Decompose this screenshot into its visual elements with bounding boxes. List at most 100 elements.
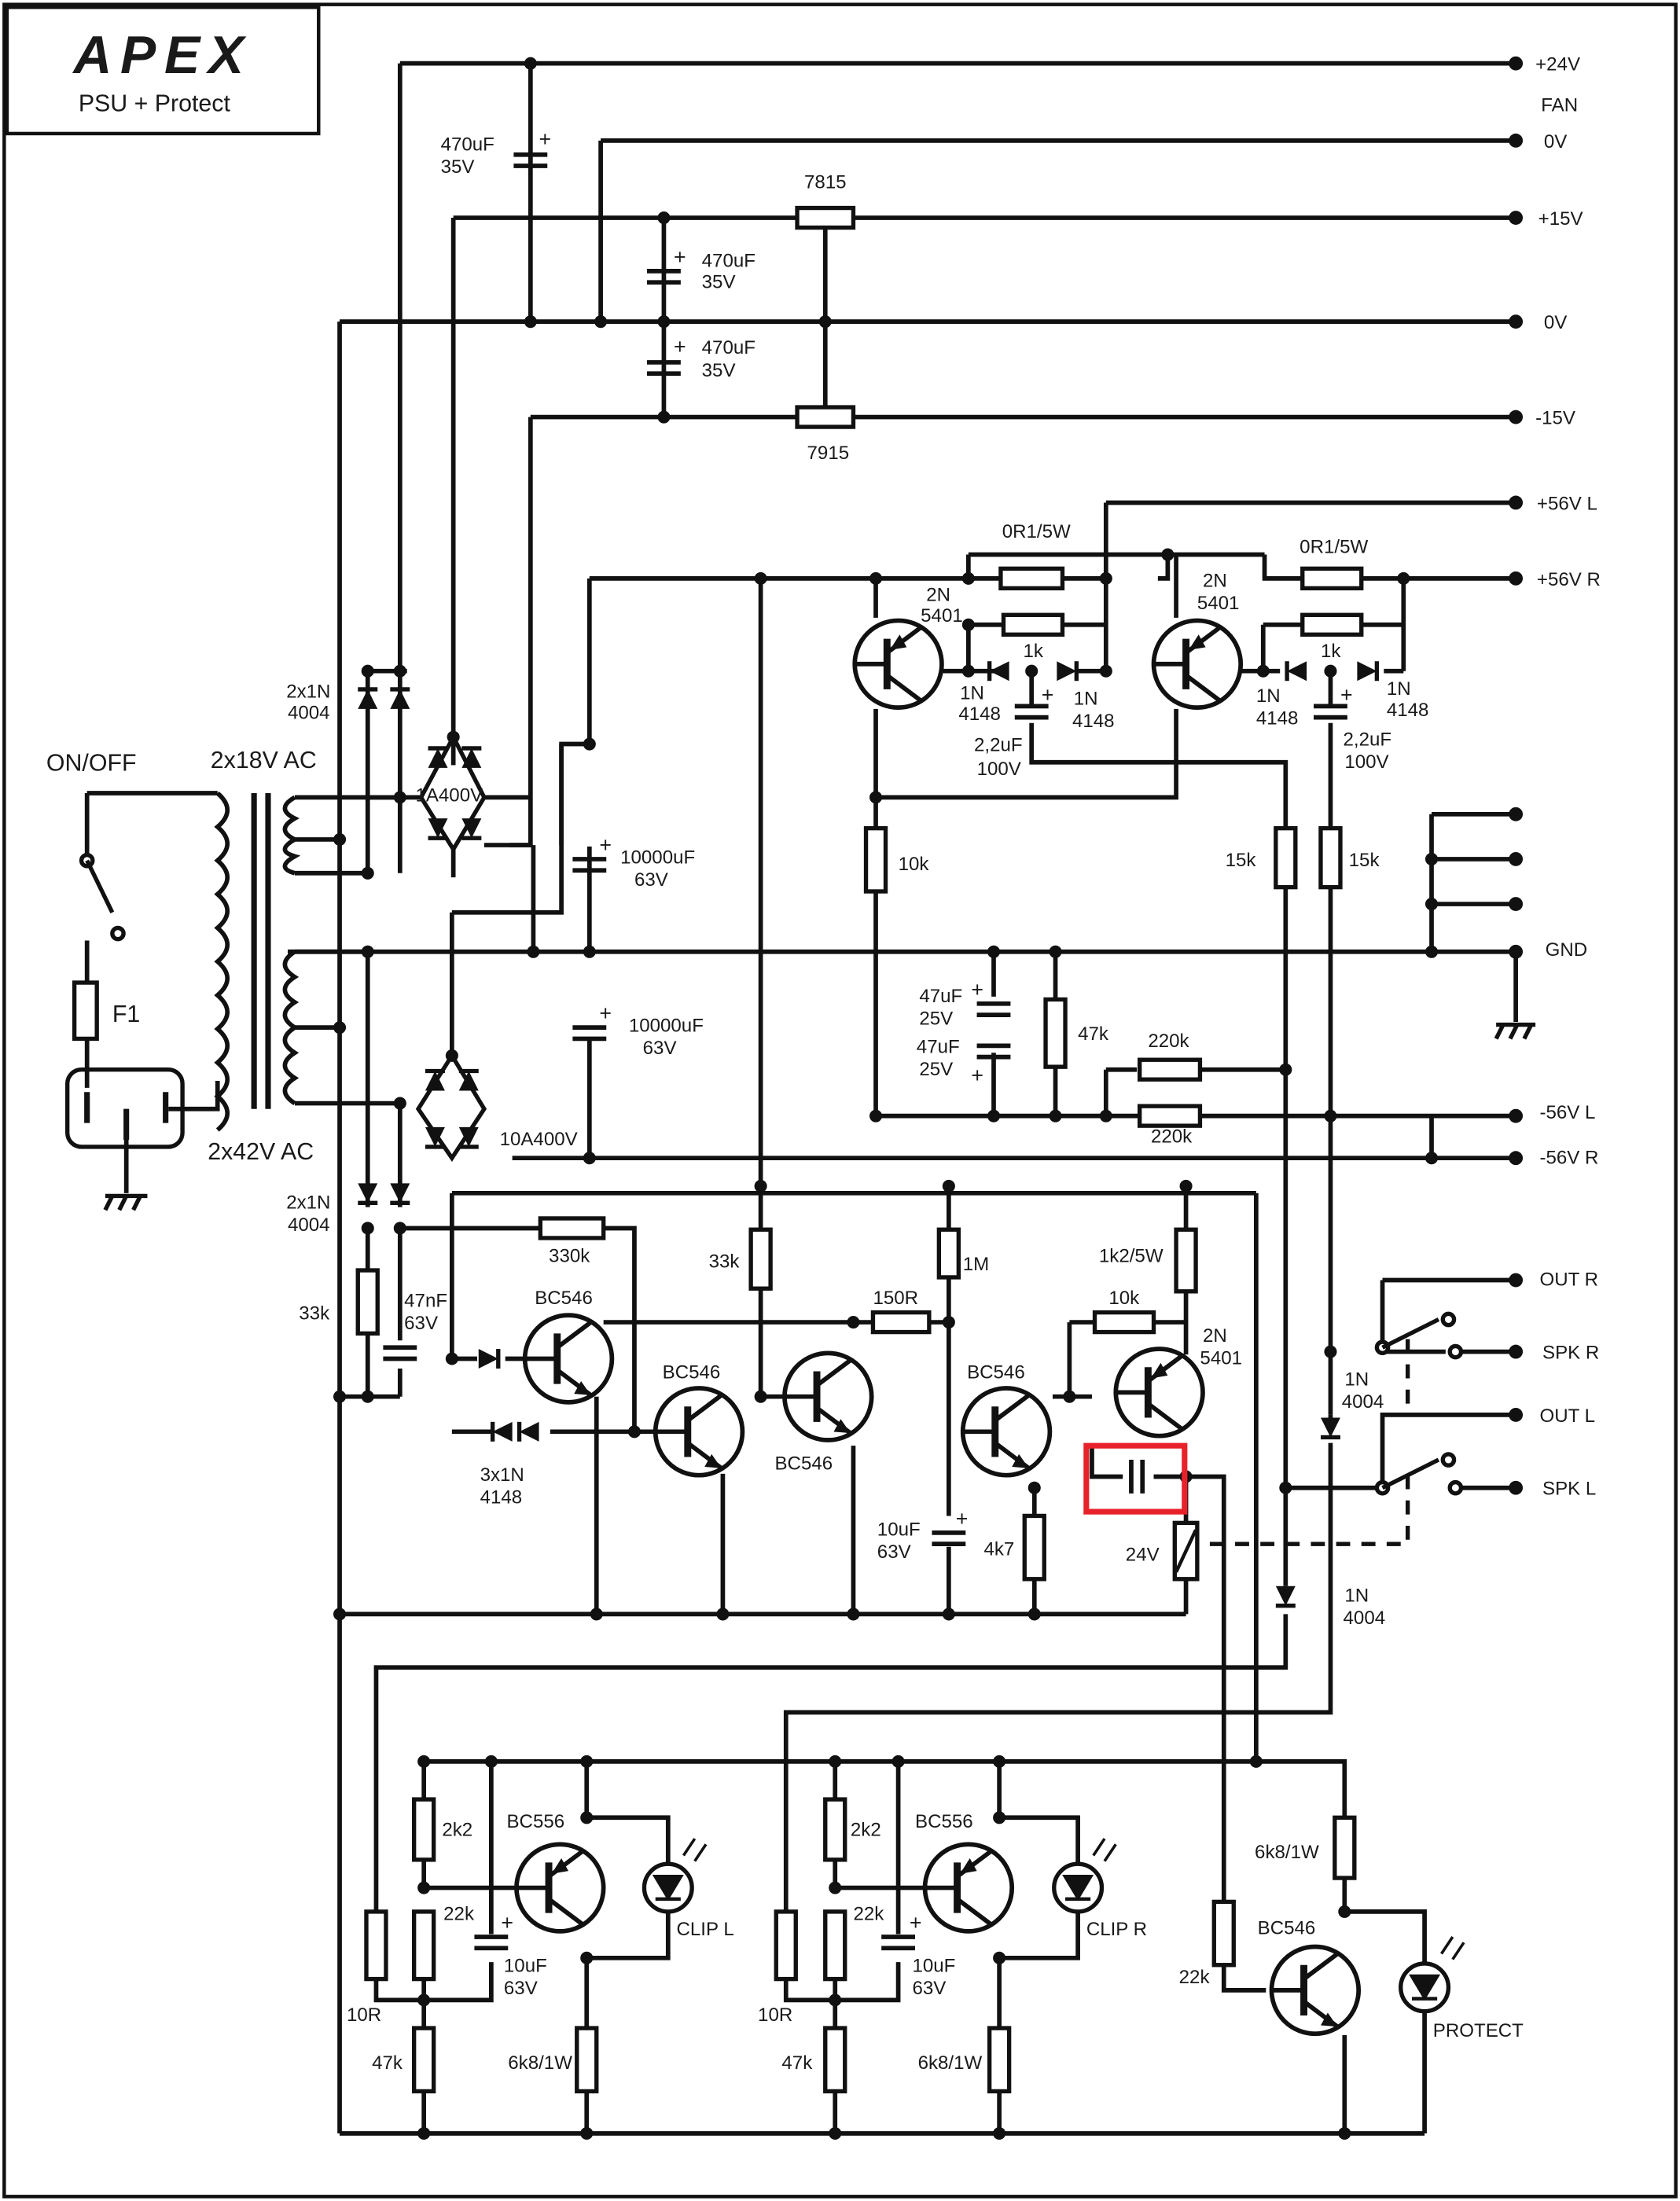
capacitors [383,152,1347,1951]
label-2u2-r-1: 2,2uF [1344,729,1392,750]
label-relay-24v: 24V [1126,1545,1160,1566]
label-2x1n4004-top-1: 2x1N [286,682,330,703]
cap-10u-l [474,1935,509,1951]
label-2n5401-c-2: 5401 [1200,1348,1242,1369]
terminal-gnd-2[interactable] [1509,852,1524,866]
terminal-56v-l[interactable] [1509,495,1524,510]
diode-1n4004-a [1320,1417,1340,1440]
label-2x1n4004-top-2: 4004 [288,702,330,723]
resistor-1k2 [1174,1227,1198,1294]
resistor-150r [870,1310,932,1335]
svg-text:+: + [971,1064,983,1087]
cap-hl [1129,1460,1145,1494]
terminal-spk-l[interactable] [1509,1480,1524,1495]
label-0r1-r: 0R1/5W [1300,537,1368,558]
resistor-33k-mid [748,1227,773,1291]
diode-lower-a [358,1183,378,1206]
relay-contacts[interactable] [1374,1311,1464,1496]
label-2n5401-r-1: 2N [1203,571,1227,592]
cap-470u-top [513,152,548,168]
label-6k8-l: 6k8/1W [508,2052,572,2074]
reg-7915 [795,405,856,429]
label-1k-r: 1k [1321,641,1341,662]
label-47u-b-1: 47uF [917,1036,960,1057]
terminal-neg56v-r[interactable] [1509,1151,1524,1166]
label-15v: +15V [1538,208,1583,230]
svg-text:+: + [674,335,686,358]
label-2x1n4004-bot-2: 4004 [288,1214,330,1236]
transistor-bc546-a [522,1313,615,1405]
diode-1n4148-r1 [1285,661,1307,682]
label-7815: 7815 [804,172,847,193]
resistor-4k7 [1022,1513,1046,1582]
label-1k2: 1k2/5W [1099,1245,1164,1266]
terminal-gnd-3[interactable] [1509,897,1524,911]
bridge-big-d4 [458,1126,479,1149]
resistor-15k-a [1274,825,1298,890]
terminal-15v[interactable] [1509,211,1524,225]
terminal-gnd[interactable] [1509,944,1524,959]
transistor-bc556-r [922,1842,1015,1934]
label-bc546-p: BC546 [1258,1917,1316,1938]
label-2x1n4004-bot-1: 2x1N [286,1192,330,1213]
label-10u-mid-1: 10uF [877,1519,921,1540]
label-2k2-l: 2k2 [442,1819,472,1840]
resistor-0r1-r [1300,566,1364,591]
terminal-24v[interactable] [1509,56,1524,71]
transistor-2n5401-l [852,618,944,710]
bridge-small [418,732,487,854]
label-clip-l: CLIP L [677,1919,734,1940]
label-10r-l: 10R [347,2004,381,2026]
transistor-2n5401-r [1151,618,1244,710]
label-330k: 330k [549,1245,590,1266]
label-10u-mid-2: 63V [877,1541,911,1563]
terminal-out-r[interactable] [1509,1273,1524,1288]
label-bc546-b: BC546 [663,1361,721,1383]
terminal-56v-r[interactable] [1509,571,1524,586]
svg-text:+: + [910,1911,922,1935]
fuse-f1 [72,980,99,1042]
label-33k-left: 33k [299,1303,330,1325]
label-220k-b: 220k [1151,1126,1193,1148]
label-1n4004-b-1: 1N [1344,1585,1369,1606]
transistor-bc556-l [514,1842,606,1934]
terminal-out-l[interactable] [1509,1407,1524,1422]
terminal-neg15v[interactable] [1509,410,1524,424]
resistor-10k-b [1092,1310,1156,1335]
label-bc546-c: BC546 [774,1453,833,1475]
diode-upper-b [390,687,410,709]
label-47u-a-1: 47uF [919,986,962,1007]
label-10u-l-1: 10uF [504,1956,547,1977]
led-protect-symbol [1399,1936,1465,2014]
label-33k-mid: 33k [709,1251,741,1272]
resistor-6k8-r [987,2026,1012,2094]
logo-box: APEX PSU + Protect [5,6,321,136]
terminal-gnd-1[interactable] [1509,807,1524,821]
label-1n4148-l1-1: 1N [960,682,984,704]
label-10000u-top-2: 63V [634,869,668,891]
mains-switch[interactable] [79,852,126,942]
label-0r1-l: 0R1/5W [1002,521,1071,542]
terminal-fan-0v[interactable] [1509,133,1524,148]
svg-text:+: + [1340,683,1353,707]
label-1n4148-l2-2: 4148 [1072,711,1115,732]
resistor-220k-b [1137,1104,1203,1128]
terminal-0v[interactable] [1509,314,1524,329]
cap-10000u-top [572,857,607,873]
svg-text:+: + [971,978,983,1001]
label-2n5401-l-1: 2N [926,584,950,605]
label-3x1n4148-2: 4148 [480,1486,523,1508]
label-4k7: 4k7 [983,1538,1014,1560]
label-47k-l: 47k [372,2052,403,2074]
label-2u2-l-1: 2,2uF [974,734,1023,755]
terminal-neg56v-l[interactable] [1509,1108,1524,1123]
label-1n4004-a-1: 1N [1344,1369,1369,1390]
label-6k8-p: 6k8/1W [1255,1842,1319,1863]
terminal-spk-r[interactable] [1509,1344,1524,1359]
diode-lower-b [390,1183,410,1206]
diode-3x-a [490,1421,513,1442]
label-47k-r: 47k [781,2052,813,2074]
label-1k-l: 1k [1023,641,1043,662]
diode-1n4004-b [1275,1586,1296,1608]
resistors [72,205,1364,2094]
